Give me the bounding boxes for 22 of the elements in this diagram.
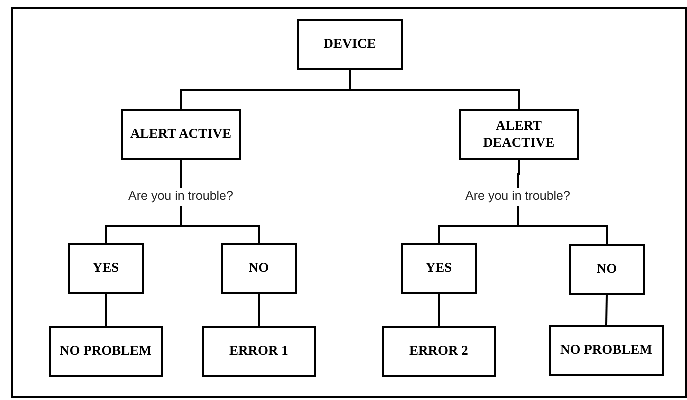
decision-box: DEVICE (297, 19, 403, 70)
decision-box: ALERT ACTIVE (121, 109, 241, 160)
decision-box: ERROR 2 (382, 326, 496, 377)
connector-line (180, 206, 260, 243)
connector-line (258, 294, 260, 326)
decision-box: ERROR 1 (202, 326, 316, 377)
connector-line (438, 294, 440, 326)
connector-line (517, 206, 608, 244)
decision-box: NO (221, 243, 297, 294)
connector-line (180, 160, 182, 188)
connector-line (517, 160, 520, 188)
decision-box: NO (569, 244, 645, 295)
connector-line (349, 70, 520, 109)
connector-line (606, 294, 608, 326)
decision-box: NO PROBLEM (49, 326, 163, 377)
decision-box: YES (401, 243, 477, 294)
decision-box: NO PROBLEM (549, 325, 664, 376)
connector-line (105, 294, 107, 326)
question-text: Are you in trouble? (453, 188, 583, 206)
decision-box: YES (68, 243, 144, 294)
decision-box: ALERT DEACTIVE (459, 109, 579, 160)
question-text: Are you in trouble? (116, 188, 246, 206)
